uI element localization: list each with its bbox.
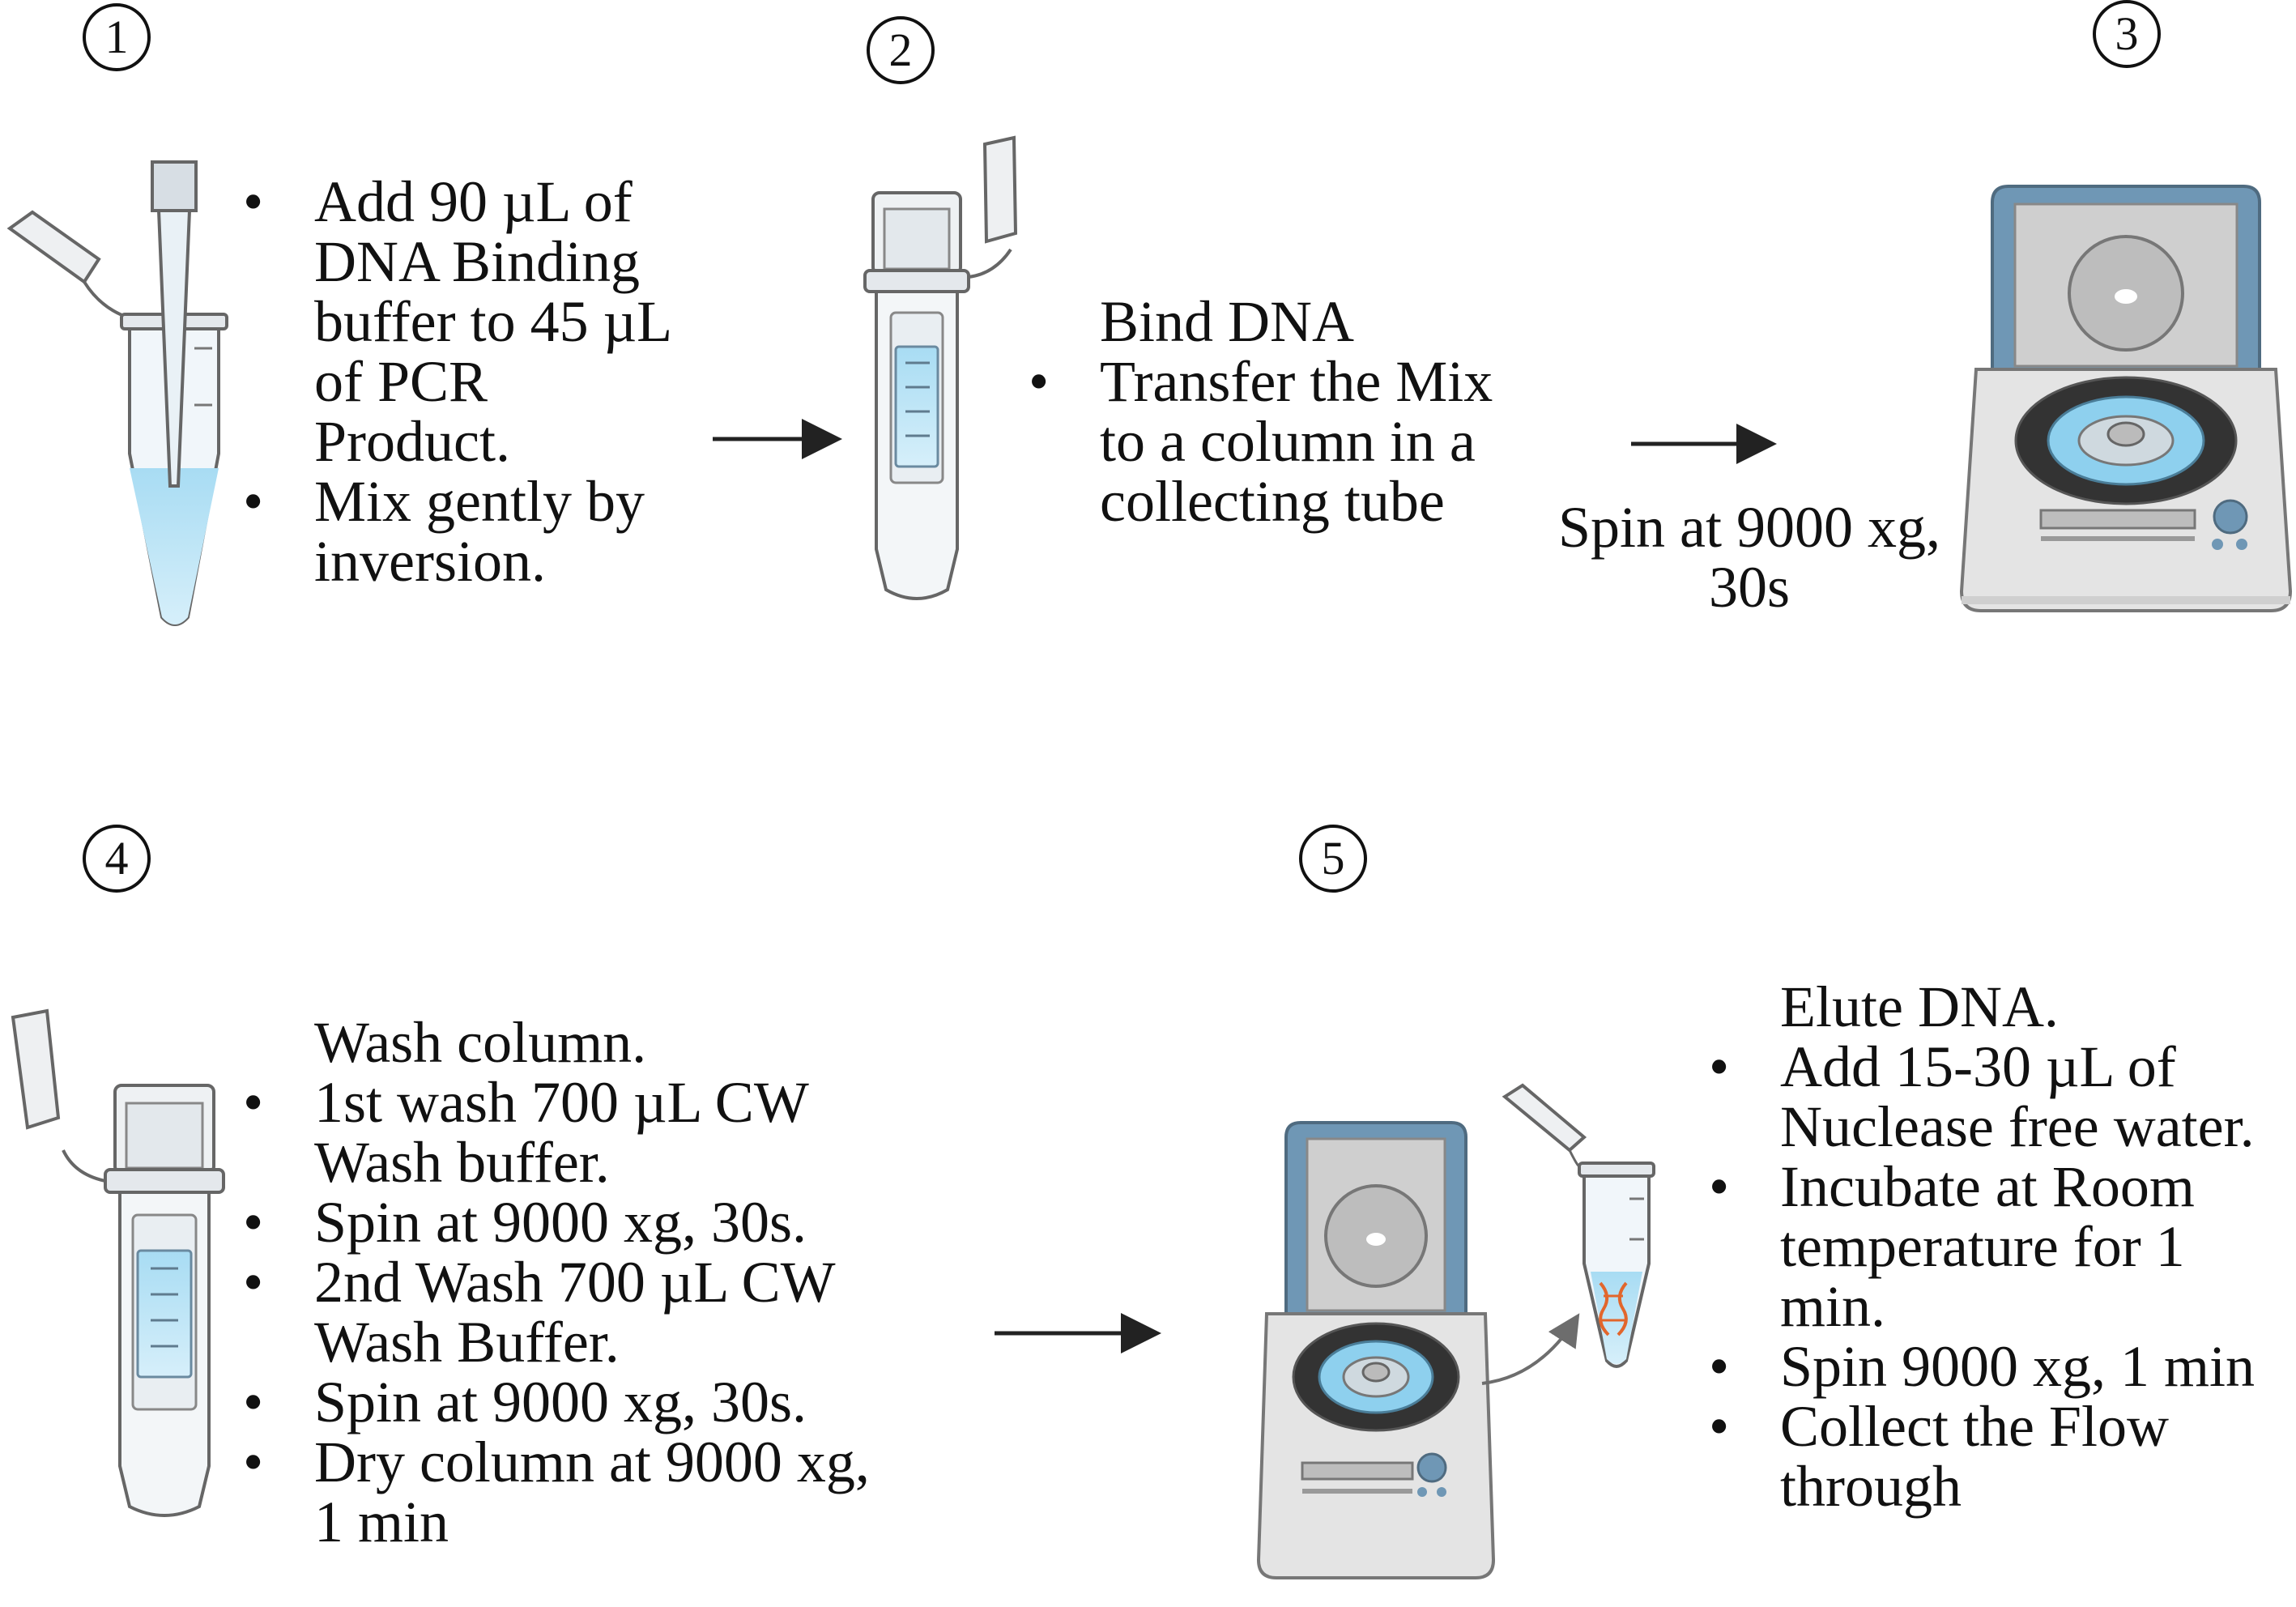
step5-text: Elute DNA. Add 15-30 µL of Nuclease free… [1709, 977, 2292, 1516]
step-number-5: 5 [1299, 825, 1367, 893]
step2-heading: Bind DNA [1100, 289, 1355, 354]
step4-bullet-1: 1st wash 700 µL CW Wash buffer. [243, 1072, 875, 1192]
step5-bullet-4: Collect the Flow through [1709, 1396, 2292, 1516]
step3-caption: Spin at 9000 xg, 30s [1557, 495, 1940, 620]
step-number-3: 3 [2093, 0, 2161, 68]
step1-bullet-1: Add 90 µL of DNA Binding buffer to 45 µL… [243, 172, 696, 471]
step-number-2: 2 [867, 16, 935, 84]
step-number-1: 1 [83, 3, 151, 71]
spin-column-icon [863, 135, 1018, 600]
eluted-dna-tube-icon [1502, 1083, 1655, 1368]
step5-bullet-3: Spin 9000 xg, 1 min [1709, 1336, 2292, 1396]
step5-heading: Elute DNA. [1780, 974, 2059, 1039]
step-number-4: 4 [83, 825, 151, 893]
step1-bullet-2: Mix gently by inversion. [243, 471, 696, 591]
centrifuge-icon [1959, 185, 2293, 612]
step5-bullet-1: Add 15-30 µL of Nuclease free water. [1709, 1037, 2292, 1157]
step4-bullet-2: Spin at 9000 xg, 30s. [243, 1192, 875, 1252]
step5-bullet-2: Incubate at Room temperature for 1 min. [1709, 1157, 2292, 1336]
wash-spin-column-icon [11, 1008, 225, 1517]
step4-heading: Wash column. [314, 1010, 647, 1075]
step4-bullet-4: Spin at 9000 xg, 30s. [243, 1372, 875, 1432]
elution-centrifuge-icon [1256, 1121, 1496, 1579]
grey-arrow-to-eluted-tube [1481, 1313, 1580, 1385]
step2-bullet-1: Transfer the Mix to a column in a collec… [1029, 352, 1514, 531]
step4-text: Wash column. 1st wash 700 µL CW Wash buf… [243, 1012, 875, 1552]
step4-bullet-3: 2nd Wash 700 µL CW Wash Buffer. [243, 1252, 875, 1372]
microtube-with-pipette-icon [6, 160, 228, 626]
step1-text: Add 90 µL of DNA Binding buffer to 45 µL… [243, 172, 696, 591]
step4-bullet-5: Dry column at 9000 xg, 1 min [243, 1432, 875, 1552]
step2-text: Bind DNA Transfer the Mix to a column in… [1029, 292, 1514, 531]
